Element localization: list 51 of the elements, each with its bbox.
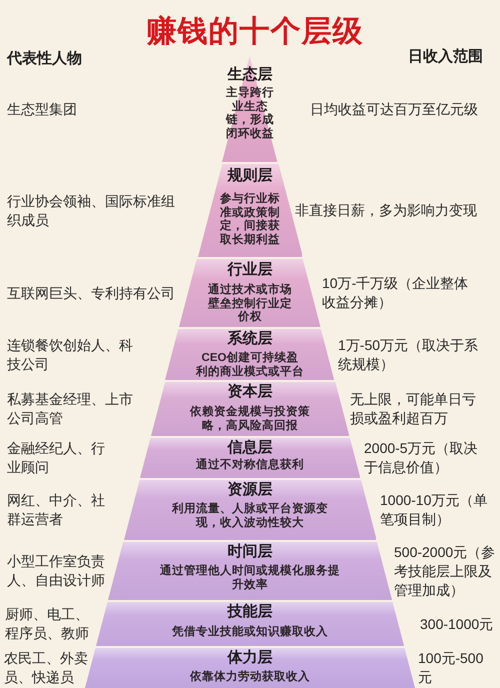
pyramid-tier (179, 259, 321, 327)
diagram-title: 赚钱的十个层级 (146, 14, 364, 50)
income-text: 无上限，可能单日亏损或盈利超百万 (350, 390, 477, 428)
representative-text: 行业协会领袖、国际标准组织成员 (7, 192, 176, 230)
pyramid-tier (150, 382, 350, 436)
representative-text: 生态型集团 (7, 100, 77, 118)
income-text: 10万-千万级（企业整体收益分摊） (322, 274, 470, 312)
tier-title: 技能层 (227, 603, 272, 621)
tier-description: 通过技术或市场壁垒控制行业定价权 (206, 284, 293, 324)
tier-description: CEO创建可持续盈利的商业模式或平台 (196, 352, 304, 379)
pyramid-tier (124, 480, 376, 540)
tier-description: 通过管理他人时间或规模化服务提升效率 (158, 565, 341, 592)
tier-title: 行业层 (227, 261, 272, 279)
tier-title: 规则层 (227, 167, 272, 185)
representative-text: 互联网巨头、专利持有公司 (7, 284, 175, 302)
representative-text: 金融经纪人、行业顾问 (7, 439, 106, 477)
representative-text: 网红、中介、社群运营者 (7, 491, 106, 529)
column-heading: 代表性人物 (7, 50, 82, 68)
column-heading: 日收入范围 (408, 48, 483, 66)
pyramid-tier (222, 56, 278, 162)
pyramid-tier (96, 602, 404, 646)
tier-description: 依赖资金规模与投资策略，高风险高回报 (190, 406, 310, 433)
tier-description: 参与行业标准或政策制定，间接获取长期利益 (218, 193, 281, 247)
tier-description: 利用流量、人脉或平台资源变现，收入波动性较大 (170, 503, 329, 530)
representative-text: 农民工、外卖员、快递员 (4, 649, 89, 687)
representative-text: 私募基金经理、上市公司高管 (7, 390, 134, 428)
pyramid-tier (165, 329, 335, 380)
tier-title: 系统层 (227, 330, 272, 348)
income-text: 2000-5万元（取决于信息价值） (364, 439, 479, 477)
tier-title: 信息层 (227, 439, 272, 457)
income-text: 500-2000元（参考技能层上限及管理加成） (394, 542, 496, 600)
income-text: 日均收益可达百万至亿元级 (310, 100, 478, 118)
tier-description: 依靠体力劳动获取收入 (190, 671, 310, 684)
representative-text: 厨师、电工、程序员、教师 (5, 605, 90, 643)
representative-text: 连锁餐饮创始人、科技公司 (7, 336, 134, 374)
pyramid-tier (108, 542, 392, 600)
tier-description: 主导跨行业生态链，形成闭环收益 (224, 87, 275, 141)
tier-title: 资本层 (227, 383, 272, 401)
tier-title: 体力层 (228, 649, 272, 667)
income-text: 1000-10万元（单笔项目制） (380, 491, 488, 529)
income-text: 300-1000元 (420, 614, 494, 634)
tier-title: 生态层 (227, 66, 272, 84)
pyramid-tier (140, 438, 360, 478)
income-text: 1万-50万元（取决于系统规模） (338, 336, 480, 374)
income-text: 100元-500元 (418, 649, 484, 687)
tier-description: 通过不对称信息获利 (196, 459, 304, 472)
tier-title: 资源层 (227, 481, 272, 499)
tier-description: 凭借专业技能或知识赚取收入 (172, 626, 328, 640)
tier-title: 时间层 (227, 543, 272, 561)
income-text: 非直接日薪，多为影响力变现 (295, 201, 477, 220)
representative-text: 小型工作室负责人、自由设计师 (7, 552, 106, 590)
